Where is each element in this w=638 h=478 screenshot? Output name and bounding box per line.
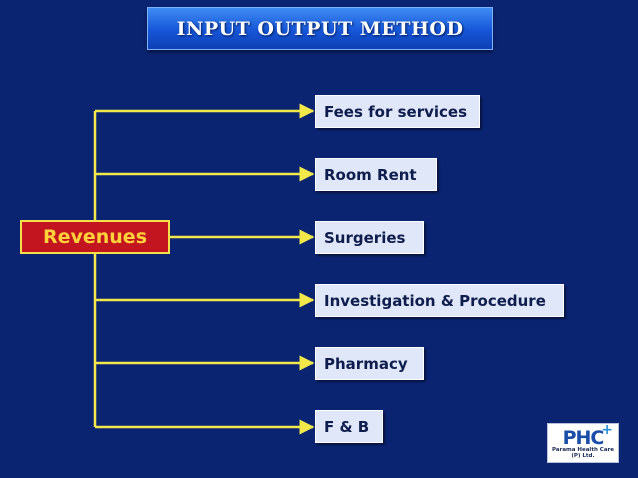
node-label: Pharmacy	[324, 354, 408, 373]
node-investigation-procedure: Investigation & Procedure	[315, 284, 564, 317]
slide-title: INPUT OUTPUT METHOD	[176, 17, 464, 40]
node-label: Room Rent	[324, 165, 417, 184]
plus-icon: +	[601, 422, 613, 438]
node-fees-for-services: Fees for services	[315, 95, 480, 128]
node-label: Investigation & Procedure	[324, 291, 546, 310]
node-label: F & B	[324, 417, 370, 436]
node-surgeries: Surgeries	[315, 221, 424, 254]
title-banner: INPUT OUTPUT METHOD	[147, 7, 493, 50]
revenues-node: Revenues	[20, 220, 170, 254]
revenues-label: Revenues	[42, 226, 148, 248]
node-pharmacy: Pharmacy	[315, 347, 424, 380]
node-label: Surgeries	[324, 228, 406, 247]
logo-mark: PHC	[562, 427, 605, 449]
node-room-rent: Room Rent	[315, 158, 437, 191]
logo-company-name: Parama Health Care (P) Ltd.	[552, 447, 614, 459]
node-label: Fees for services	[324, 102, 467, 121]
company-logo: PHC + Parama Health Care (P) Ltd.	[547, 422, 619, 463]
node-f-and-b: F & B	[315, 410, 383, 443]
